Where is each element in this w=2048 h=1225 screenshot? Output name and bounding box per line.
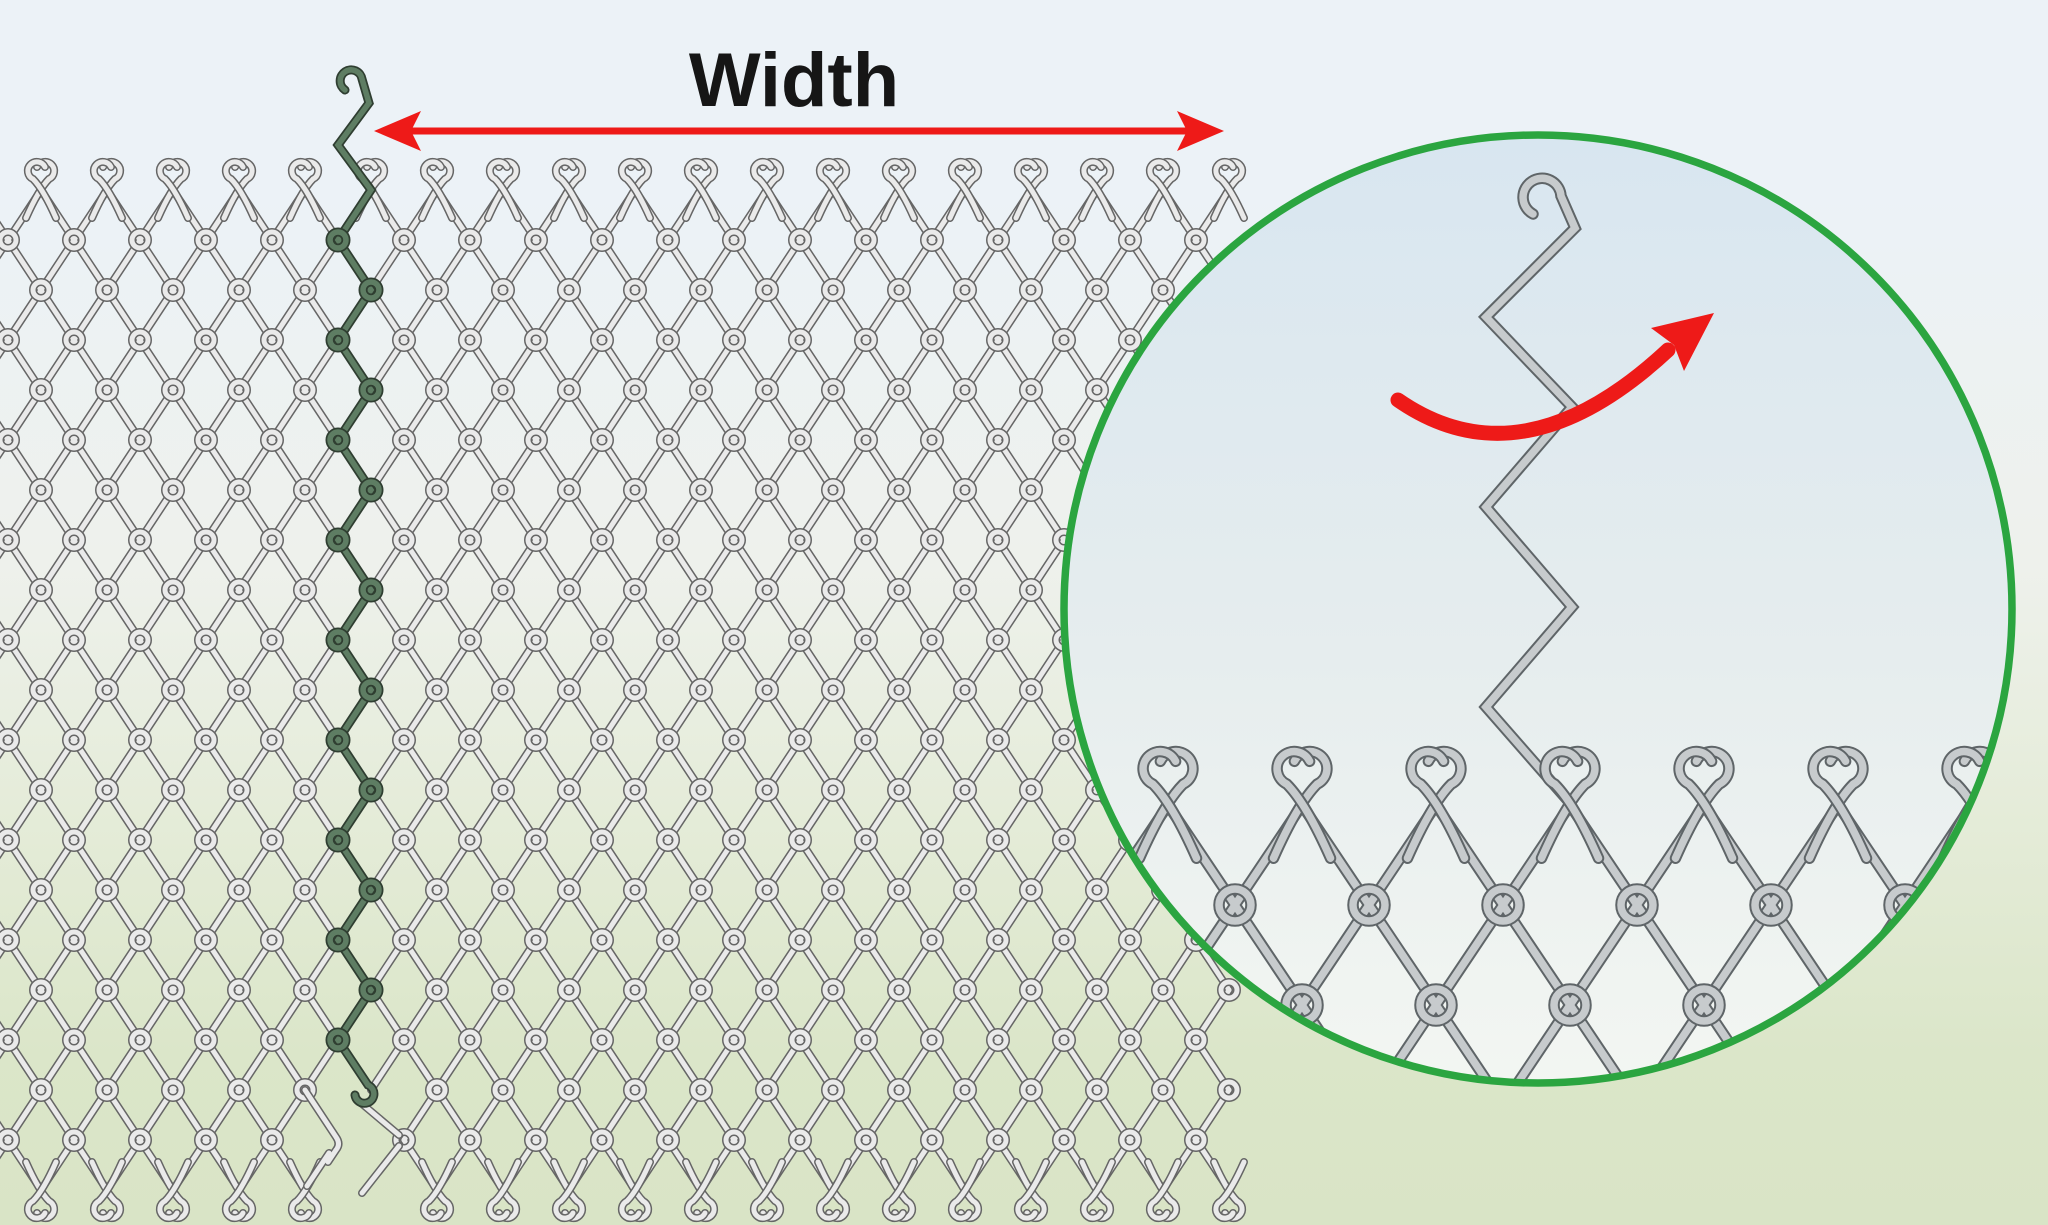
- rotation-arrow-icon: [1390, 313, 1714, 441]
- rotation-arrow-arc: [1390, 342, 1676, 441]
- rotation-arrow-head: [1651, 313, 1714, 371]
- width-label: Width: [689, 38, 899, 123]
- width-arrow-right-head: [1177, 111, 1224, 151]
- width-arrow-left-head: [374, 111, 421, 151]
- magnified-strand-wire: [1477, 172, 1582, 809]
- highlighted-strand-wire: [325, 65, 384, 1108]
- chain-link-fence: [0, 157, 1248, 1223]
- width-arrow: [374, 111, 1224, 151]
- magnifier-border: [1060, 131, 2016, 1087]
- magnifier-background: [1064, 135, 2012, 1083]
